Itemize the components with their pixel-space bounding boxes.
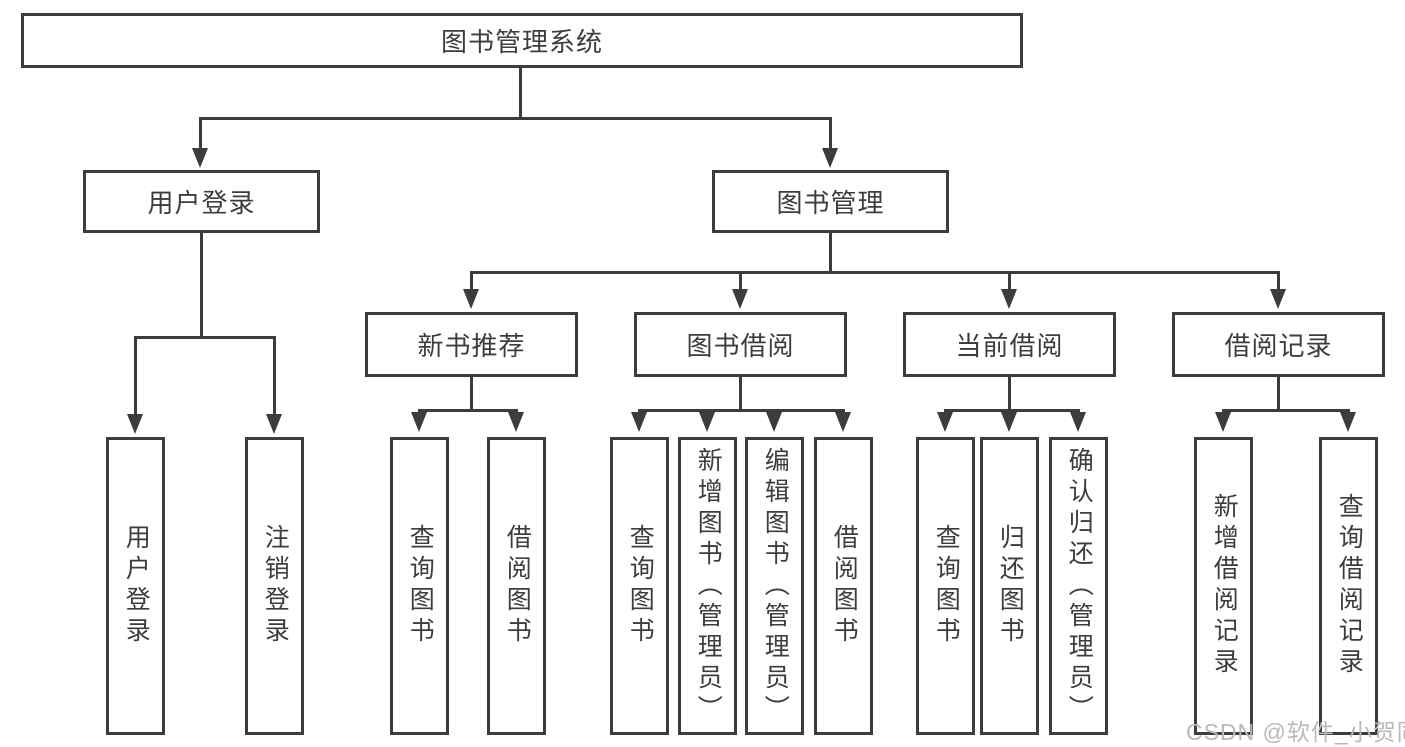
leaf-borrow-query-books: 查询图书	[610, 437, 669, 735]
node-book-borrow-label: 图书借阅	[686, 331, 795, 361]
arrowhead-down-icon	[1001, 289, 1017, 309]
leaf-borrow-borrow-books: 借阅图书	[814, 437, 873, 735]
leaf-recommend-query-books-label: 查询图书	[406, 524, 435, 648]
arrowhead-down-icon	[192, 148, 208, 168]
connector-line	[200, 233, 203, 338]
leaf-current-confirm-return-admin-label: 确认归还（管理员）	[1065, 446, 1094, 726]
connector-line	[829, 233, 832, 273]
leaf-logout: 注销登录	[245, 437, 304, 735]
arrowhead-down-icon	[463, 289, 479, 309]
node-borrow-records: 借阅记录	[1172, 312, 1385, 377]
leaf-recommend-borrow-books-label: 借阅图书	[503, 524, 532, 648]
arrowhead-down-icon	[1001, 412, 1017, 432]
connector-line	[638, 409, 845, 412]
arrowhead-down-icon	[937, 412, 953, 432]
node-current-borrow-label: 当前借阅	[955, 331, 1064, 361]
leaf-records-add-record-label: 新增借阅记录	[1210, 493, 1239, 679]
connector-line	[739, 377, 742, 411]
arrowhead-down-icon	[508, 412, 524, 432]
connector-line	[1008, 377, 1011, 411]
connector-line	[470, 271, 473, 291]
leaf-records-add-record: 新增借阅记录	[1194, 437, 1253, 735]
leaf-logout-label: 注销登录	[261, 524, 290, 648]
node-new-book-recommend: 新书推荐	[365, 312, 578, 377]
leaf-borrow-add-books-admin: 新增图书（管理员）	[678, 437, 737, 735]
leaf-user-login-label: 用户登录	[122, 524, 151, 648]
node-root-library-system: 图书管理系统	[21, 13, 1023, 68]
connector-line	[418, 409, 518, 412]
leaf-recommend-query-books: 查询图书	[390, 437, 449, 735]
connector-line	[1277, 271, 1280, 291]
connector-line	[470, 271, 1280, 274]
arrowhead-down-icon	[411, 412, 427, 432]
connector-line	[519, 68, 522, 119]
leaf-borrow-edit-books-admin: 编辑图书（管理员）	[745, 437, 804, 735]
arrowhead-down-icon	[266, 414, 282, 434]
connector-line	[944, 409, 1080, 412]
connector-line	[1222, 409, 1350, 412]
leaf-current-return-books: 归还图书	[980, 437, 1039, 735]
arrowhead-down-icon	[127, 414, 143, 434]
node-root-label: 图书管理系统	[440, 27, 603, 57]
arrowhead-down-icon	[1070, 412, 1086, 432]
leaf-current-query-books-label: 查询图书	[932, 524, 961, 648]
leaf-current-confirm-return-admin: 确认归还（管理员）	[1049, 437, 1108, 735]
leaf-borrow-borrow-books-label: 借阅图书	[830, 524, 859, 648]
leaf-borrow-edit-books-admin-label: 编辑图书（管理员）	[761, 446, 790, 726]
node-new-book-recommend-label: 新书推荐	[417, 331, 526, 361]
leaf-user-login: 用户登录	[106, 437, 165, 735]
node-book-borrow: 图书借阅	[634, 312, 847, 377]
node-user-login: 用户登录	[83, 170, 320, 233]
leaf-borrow-add-books-admin-label: 新增图书（管理员）	[694, 446, 723, 726]
leaf-records-query-record-label: 查询借阅记录	[1335, 493, 1364, 679]
leaf-records-query-record: 查询借阅记录	[1319, 437, 1378, 735]
leaf-current-return-books-label: 归还图书	[996, 524, 1025, 648]
arrowhead-down-icon	[766, 412, 782, 432]
arrowhead-down-icon	[822, 148, 838, 168]
node-borrow-records-label: 借阅记录	[1224, 331, 1333, 361]
connector-line	[1277, 377, 1280, 411]
node-book-management-label: 图书管理	[776, 188, 885, 218]
connector-line	[199, 117, 832, 120]
arrowhead-down-icon	[1270, 289, 1286, 309]
node-current-borrow: 当前借阅	[903, 312, 1116, 377]
arrowhead-down-icon	[732, 289, 748, 309]
node-user-login-label: 用户登录	[147, 188, 256, 218]
arrowhead-down-icon	[1340, 412, 1356, 432]
connector-line	[1008, 271, 1011, 291]
arrowhead-down-icon	[699, 412, 715, 432]
connector-line	[470, 377, 473, 411]
arrowhead-down-icon	[631, 412, 647, 432]
connector-line	[273, 336, 276, 416]
leaf-recommend-borrow-books: 借阅图书	[487, 437, 546, 735]
connector-line	[829, 117, 832, 150]
leaf-borrow-query-books-label: 查询图书	[626, 524, 655, 648]
csdn-watermark: CSDN @软件_小贺同学	[1186, 719, 1405, 745]
connector-line	[739, 271, 742, 291]
connector-line	[199, 117, 202, 150]
arrowhead-down-icon	[1215, 412, 1231, 432]
leaf-current-query-books: 查询图书	[916, 437, 975, 735]
arrowhead-down-icon	[835, 412, 851, 432]
node-book-management: 图书管理	[712, 170, 949, 233]
connector-line	[134, 336, 276, 339]
connector-line	[134, 336, 137, 416]
